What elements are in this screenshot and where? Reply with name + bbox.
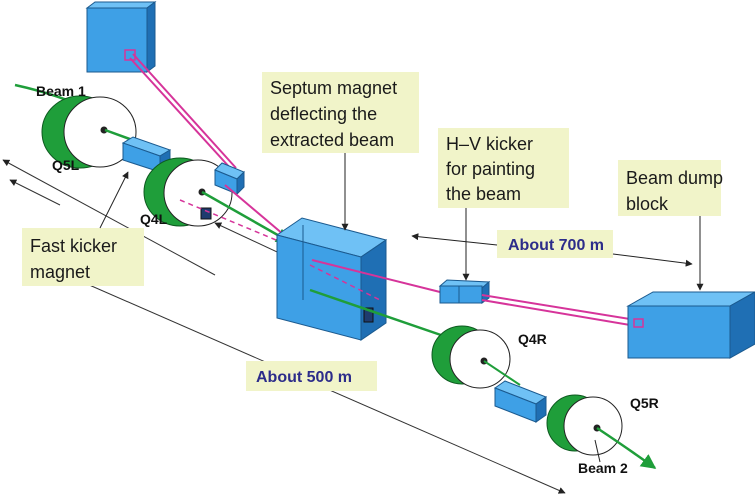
hv-text-3: the beam: [446, 184, 521, 204]
tunnel-line-upper: [2, 159, 216, 276]
beam2-line-a: [483, 360, 521, 386]
beam-to-dump-1: [481, 294, 637, 321]
extracted-beam-line-1: [129, 57, 233, 171]
distance-700-arrow-right: [612, 253, 693, 267]
extracted-beam-line-3: [224, 184, 291, 241]
hv-text-1: H–V kicker: [446, 134, 533, 154]
beam1-label: Beam 1: [36, 83, 86, 99]
fast-kicker-callout: Fast kicker magnet: [22, 228, 144, 286]
beam-dump-block: [626, 291, 755, 359]
hv-kicker-block: [438, 279, 491, 304]
distance-500-bg: [246, 361, 377, 391]
septum-callout: Septum magnet deflecting the extracted b…: [262, 72, 419, 153]
fast-kicker-text-1: Fast kicker: [30, 236, 117, 256]
small-kicker-block: [214, 162, 245, 196]
upper-magnet-block: [85, 1, 157, 73]
extracted-beam-dashed: [309, 264, 381, 301]
distance-500-label: About 500 m: [256, 369, 352, 386]
beam-to-dump-2: [481, 299, 637, 327]
extracted-beam-to-kicker: [311, 259, 441, 293]
beam2-arrow: [596, 426, 657, 470]
dump-text-1: Beam dump: [626, 168, 723, 188]
q4l-label: Q4L: [140, 211, 168, 227]
fast-kicker-text-2: magnet: [30, 262, 90, 282]
beam1-line-b: [201, 190, 292, 244]
septum-text-2: deflecting the: [270, 104, 377, 124]
distance-700-arrow-left: [411, 233, 498, 246]
q4r-label: Q4R: [518, 331, 547, 347]
dump-callout: Beam dump block: [618, 160, 723, 216]
quadrupole-q5l: [41, 95, 137, 169]
kicker-block-right: [493, 380, 548, 423]
quadrupole-q4r: [431, 325, 511, 389]
hv-text-2: for painting: [446, 159, 535, 179]
distance-700-label: About 700 m: [508, 237, 604, 254]
beam2-pointer: [594, 439, 601, 463]
beam2-label: Beam 2: [578, 460, 628, 476]
quadrupole-q5r: [546, 394, 623, 456]
fast-kicker-pointer: [99, 171, 129, 229]
dump-text-2: block: [626, 194, 669, 214]
septum-text-1: Septum magnet: [270, 78, 397, 98]
extracted-beam-line-2: [132, 53, 237, 169]
septum-magnet-block: [275, 217, 388, 341]
hv-kicker-callout: H–V kicker for painting the beam: [438, 128, 569, 208]
q5r-label: Q5R: [630, 395, 659, 411]
q5l-label: Q5L: [52, 157, 80, 173]
distance-700-bg: [497, 230, 613, 258]
septum-text-3: extracted beam: [270, 130, 394, 150]
distance-500-arrow-left: [9, 179, 61, 206]
